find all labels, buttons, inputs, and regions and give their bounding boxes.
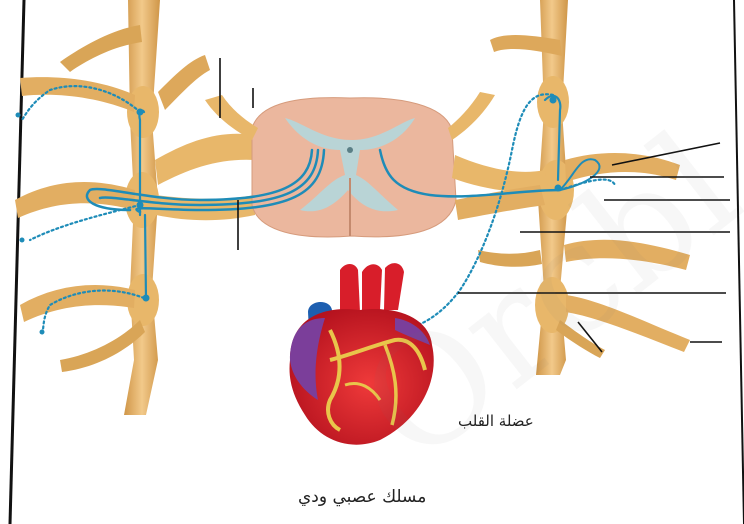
heart-muscle-label: عضلة القلب	[458, 412, 534, 430]
sympathetic-pathway-caption: مسلك عصبي ودي	[298, 487, 426, 507]
left-sympathetic-chain	[15, 0, 255, 415]
